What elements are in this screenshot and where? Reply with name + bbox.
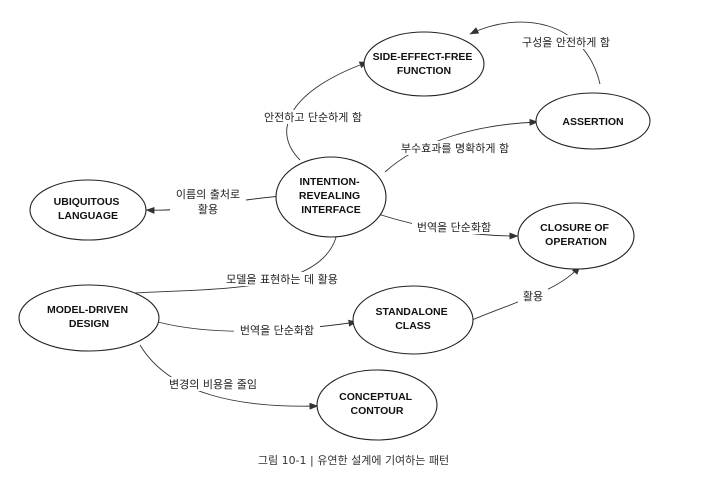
edge-label-iri-to-closure: 번역을 단순화함 <box>417 221 491 234</box>
node-label-line: SIDE-EFFECT-FREE <box>373 51 473 63</box>
node-label-line: CLOSURE OF <box>540 222 609 234</box>
edge-label-iri-to-ubiquitous-line1: 이름의 출처로 <box>176 188 240 201</box>
edge-iri-to-assertion <box>384 118 539 173</box>
edge-label-iri-to-ubiquitous-line2: 활용 <box>198 202 218 216</box>
node-label-line: LANGUAGE <box>58 210 118 222</box>
svg-text:UBIQUITOUS LANGUAGE: UBIQUITOUS LANGUAGE <box>54 196 123 222</box>
node-ubiquitous-language: UBIQUITOUS LANGUAGE <box>29 179 147 241</box>
node-label-line: CONCEPTUAL <box>339 391 413 403</box>
svg-text:MODEL-DRIVEN DESIGN: MODEL-DRIVEN DESIGN <box>47 304 131 330</box>
svg-text:ASSERTION: ASSERTION <box>562 116 623 128</box>
edge-label-standalone-to-closure: 활용 <box>523 289 543 303</box>
node-label-line: STANDALONE <box>375 306 447 318</box>
node-label-line: MODEL-DRIVEN <box>47 304 128 316</box>
node-label-line: INTERFACE <box>301 204 361 216</box>
svg-text:INTENTION- REVEALING: INTENTION- REVEALING INTERFACE <box>299 176 363 216</box>
edge-label-iri-to-sef: 안전하고 단순하게 함 <box>264 110 362 124</box>
node-standalone-class: STANDALONE CLASS <box>352 285 474 355</box>
node-intention-revealing-interface: INTENTION- REVEALING INTERFACE <box>275 156 387 238</box>
svg-text:CLOSURE OF OPERATION: CLOSURE OF OPERATION <box>540 222 612 248</box>
edge-label-assertion-to-sef: 구성을 안전하게 함 <box>522 35 610 49</box>
node-assertion: ASSERTION <box>535 92 651 150</box>
node-label-line: DESIGN <box>69 318 109 330</box>
figure-caption: 그림 10-1 | 유연한 설계에 기여하는 패턴 <box>257 454 450 467</box>
edge-mdd-to-conceptual <box>139 344 319 410</box>
edge-label-mdd-to-standalone: 번역을 단순화함 <box>240 324 314 337</box>
edge-label-mdd-to-iri: 모델을 표현하는 데 활용 <box>226 272 338 286</box>
node-model-driven-design: MODEL-DRIVEN DESIGN <box>18 284 160 352</box>
node-closure-of-operation: CLOSURE OF OPERATION <box>517 202 635 270</box>
node-label-line: OPERATION <box>545 236 607 248</box>
svg-text:CONCEPTUAL CONTOUR: CONCEPTUAL CONTOUR <box>339 391 415 417</box>
node-conceptual-contour: CONCEPTUAL CONTOUR <box>316 369 438 441</box>
edge-labels: 구성을 안전하게 함 안전하고 단순하게 함 부수효과를 명확하게 함 이름의 … <box>164 35 616 391</box>
edge-label-iri-to-assertion: 부수효과를 명확하게 함 <box>401 141 509 155</box>
node-label-line: CLASS <box>395 320 431 332</box>
node-label-line: FUNCTION <box>397 65 451 77</box>
node-label-line: CONTOUR <box>351 405 404 417</box>
node-side-effect-free-function: SIDE-EFFECT-FREE FUNCTION <box>363 31 485 97</box>
edge-assertion-to-side-effect-free <box>469 21 601 85</box>
node-label-line: REVEALING <box>299 190 360 202</box>
node-label-line: UBIQUITOUS <box>54 196 120 208</box>
node-label-line: INTENTION- <box>300 176 361 188</box>
node-label-line: ASSERTION <box>562 116 623 128</box>
svg-text:SIDE-EFFECT-FREE FUNCTIO: SIDE-EFFECT-FREE FUNCTION <box>373 51 476 77</box>
svg-text:STANDALONE CLASS: STANDALONE CLASS <box>375 306 450 332</box>
edge-label-mdd-to-conceptual: 변경의 비용을 줄임 <box>169 378 257 391</box>
